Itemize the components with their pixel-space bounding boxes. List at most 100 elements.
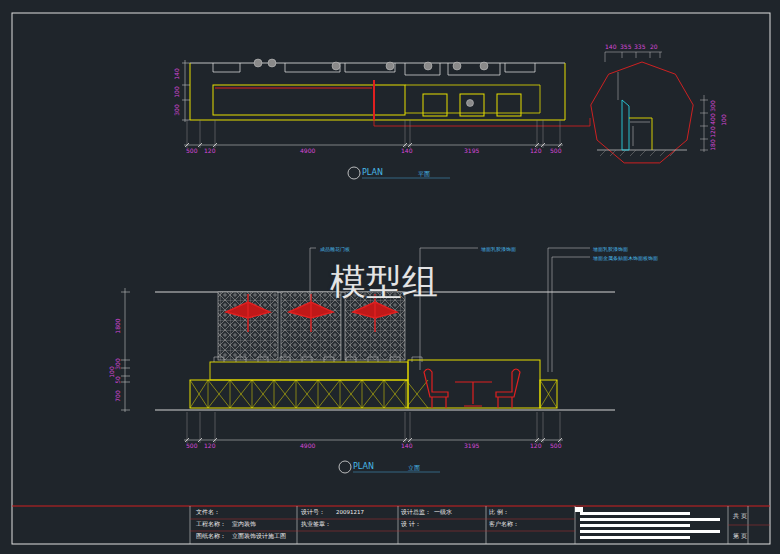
elevation-view-part-part <box>289 294 333 332</box>
plan-view-part <box>497 94 521 116</box>
elevation-view-part-part <box>362 380 384 408</box>
elevation-view-part <box>345 292 405 360</box>
elevation-view-part <box>408 360 540 408</box>
watermark: 模型组 <box>330 264 438 300</box>
elevation-view-part-part <box>318 380 340 408</box>
plan-view-part <box>373 80 375 120</box>
dimension: 300 <box>115 358 121 369</box>
elevation-view-part-part <box>455 382 492 406</box>
sheet-border-part <box>575 507 583 512</box>
view-title: PLAN <box>353 463 374 471</box>
elevation-view-part-part <box>324 357 334 362</box>
title-cell: 一级水 <box>434 510 452 516</box>
elevation-view-part-part <box>252 380 274 408</box>
section-detail-part <box>700 95 708 152</box>
elevation-view-part-part <box>226 294 270 332</box>
elevation-view-part <box>353 472 440 473</box>
plan-view-part-part <box>332 62 340 70</box>
dimension: 3195 <box>464 443 479 449</box>
sheet-border-part <box>580 518 720 521</box>
elevation-view-part <box>190 380 557 408</box>
dimension: 120 <box>530 443 541 449</box>
title-cell: 20091217 <box>336 510 364 516</box>
dimension: 140 <box>605 44 616 50</box>
dimension: 4900 <box>300 443 315 449</box>
dimension: 4900 <box>300 148 315 154</box>
plan-view-part-part <box>480 62 488 70</box>
dimension: 700 <box>115 390 121 401</box>
dimension: 335 <box>634 44 645 50</box>
section-detail-part <box>605 52 662 100</box>
plan-view-part <box>423 94 447 116</box>
dimension: 180 <box>710 139 716 150</box>
plan-view-part-part <box>453 62 461 70</box>
dimension: 120 <box>530 148 541 154</box>
elevation-view-part-part <box>353 294 397 332</box>
section-detail-part <box>597 150 687 151</box>
plan-view-part <box>187 120 560 148</box>
dimension: 120 <box>710 126 716 137</box>
title-cell: 立面装饰设计施工图 <box>232 534 286 540</box>
plan-view-part-part <box>386 62 394 70</box>
title-cell: 设计号： <box>301 510 325 516</box>
dimension: 500 <box>186 148 197 154</box>
plan-view-part <box>184 145 563 146</box>
title-cell: 设 计： <box>401 522 421 528</box>
view-title: PLAN <box>362 169 383 177</box>
elevation-view-part-part <box>340 380 362 408</box>
section-detail-part <box>630 122 650 146</box>
title-cell: 共 页 <box>733 513 747 519</box>
leader-note: 成品雕花门板 <box>320 247 350 252</box>
section-detail <box>591 52 708 163</box>
elevation-view-part <box>155 292 615 410</box>
plan-view-part-part <box>467 100 474 107</box>
dimension: 500 <box>550 148 561 154</box>
title-cell: 工程名称： <box>196 522 226 528</box>
view-title: 立面 <box>408 465 420 471</box>
view-title: 平面 <box>418 171 430 177</box>
title-cell: 执业签章： <box>301 522 331 528</box>
sheet-border-part <box>580 536 690 539</box>
elevation-view-part <box>226 294 397 332</box>
plan-view-part <box>213 85 405 115</box>
sheet-border-part <box>12 13 770 544</box>
dimension: 20 <box>650 44 658 50</box>
dimension: 50 <box>115 376 121 384</box>
elevation-view-part <box>185 438 562 442</box>
sheet-border-part <box>580 524 690 527</box>
sheet-border-part <box>580 530 720 533</box>
dimension: 100 <box>721 114 727 125</box>
section-detail-part <box>622 100 629 150</box>
dimension: 140 <box>401 148 412 154</box>
section-detail-part <box>629 118 652 150</box>
section-detail-part <box>591 62 693 163</box>
sheet-border-part <box>580 512 690 515</box>
elevation-view-part-part <box>258 357 268 362</box>
plan-view-part <box>460 94 484 116</box>
elevation-view-part <box>424 369 520 408</box>
title-cell: 图纸名称： <box>196 534 226 540</box>
dimension: 140 <box>401 443 412 449</box>
dimension: 120 <box>204 148 215 154</box>
section-detail-part <box>600 150 676 156</box>
title-cell: 室内装饰 <box>232 522 256 528</box>
plan-view-part <box>374 118 590 126</box>
sheet-border-part <box>190 519 770 531</box>
elevation-view-part <box>339 461 351 473</box>
leader-note: 墙面乳胶漆饰面 <box>481 247 516 252</box>
dimension: 120 <box>204 443 215 449</box>
dimension: 3195 <box>464 148 479 154</box>
elevation-view-part-part <box>274 380 296 408</box>
sheet-border-part <box>190 506 748 544</box>
title-cell: 比 例： <box>489 510 509 516</box>
plan-view-part-part <box>254 59 262 67</box>
elevation-view-part <box>184 440 563 441</box>
elevation-view-part-part <box>280 357 290 362</box>
elevation-view-part-part <box>496 369 520 408</box>
elevation-view-part <box>121 288 130 412</box>
plan-view-part <box>190 63 565 120</box>
elevation-view-part <box>310 248 590 372</box>
plan-view-part <box>185 143 562 147</box>
elevation-view-part-part <box>296 380 318 408</box>
sheet-border <box>12 13 770 544</box>
